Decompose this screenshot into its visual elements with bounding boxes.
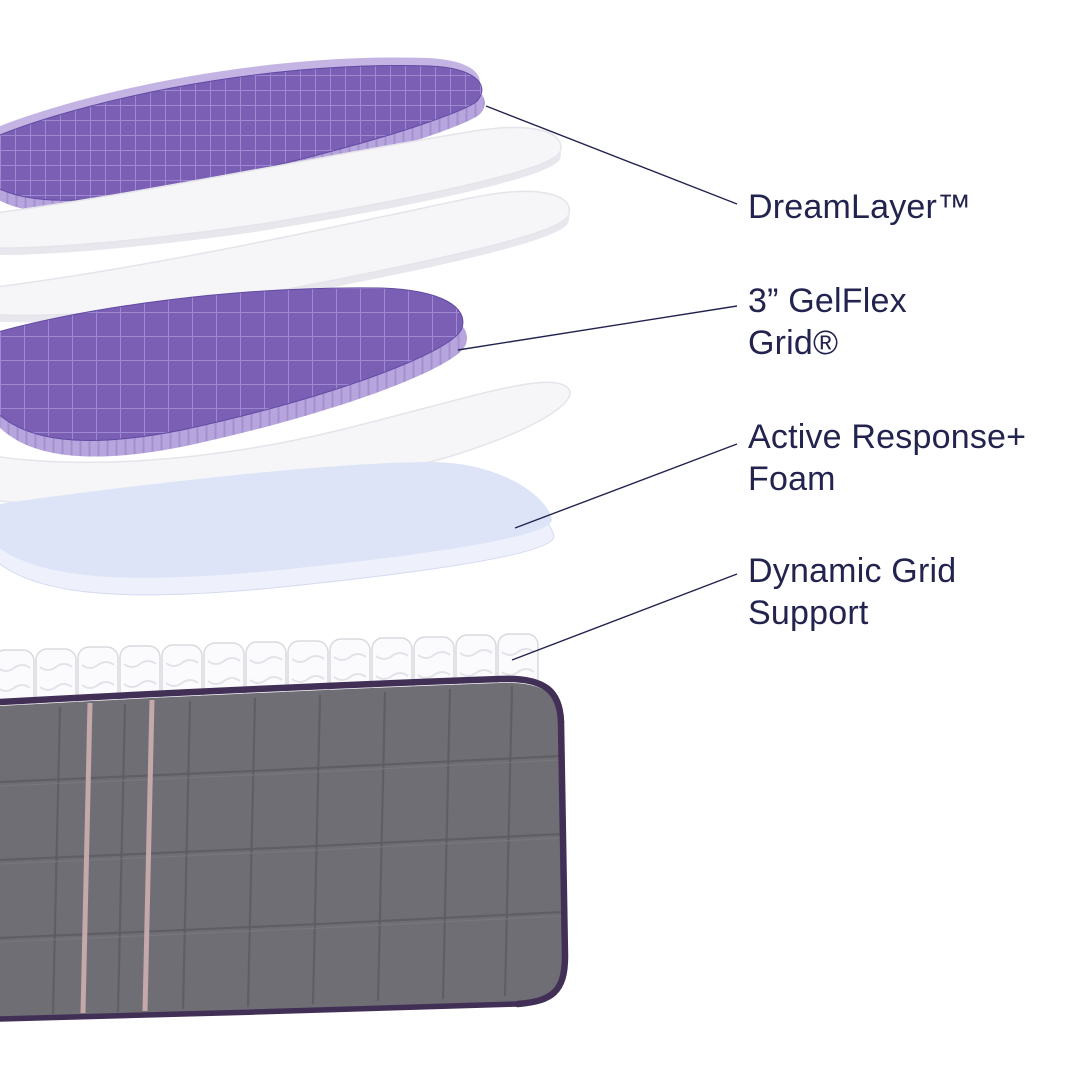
layer-active-response-foam [0,462,555,596]
label-text: Active Response+ [748,418,1027,456]
layer-dreamlayer-cover [0,57,485,214]
label-text: Dynamic Grid [748,552,957,590]
leader-line-active-response [514,443,738,529]
layer-quilted-base [0,675,569,1022]
label-text: DreamLayer™ [748,188,972,226]
label-text: 3” GelFlex [748,282,907,320]
layer-gelflex-grid [0,287,467,457]
label-text: Support [748,594,869,632]
layer-label-dynamic-grid-support: Dynamic Grid Support [748,550,956,634]
layer-label-gelflex-grid: 3” GelFlex Grid® [748,280,907,364]
leader-line-dreamlayer [485,105,738,205]
leader-line-dynamic-grid [511,573,738,661]
leader-line-gelflex [457,305,738,351]
layer-label-dreamlayer: DreamLayer™ [748,186,971,228]
leader-lines [457,105,738,661]
label-text: Foam [748,460,836,498]
label-text: Grid® [748,324,839,362]
layer-label-active-response-foam: Active Response+ Foam [748,416,1026,500]
layer-comfort-foam-1 [0,126,562,255]
